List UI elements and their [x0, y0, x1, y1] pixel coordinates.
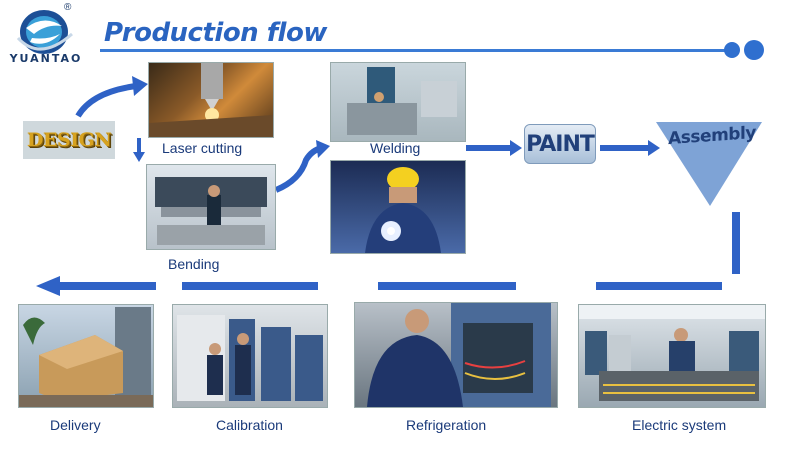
- arrow-laser-to-bending-head: [133, 152, 145, 162]
- arrow-design-to-laser: [75, 83, 137, 118]
- bar-assembly-down: [732, 212, 740, 274]
- arrow-paint-to-assembly-head: [648, 140, 660, 156]
- decor-dot-small: [724, 42, 740, 58]
- photo-calibration: [172, 304, 328, 408]
- photo-laser-cutting: [148, 62, 274, 138]
- arrow-bending-to-welding-head: [316, 140, 330, 158]
- caption-bending: Bending: [168, 256, 220, 272]
- caption-delivery: Delivery: [50, 417, 101, 433]
- photo-bending: [146, 164, 276, 250]
- arrow-welding-to-paint: [466, 145, 510, 151]
- paint-label: PAINT: [526, 131, 595, 157]
- photo-welding-shop: [330, 62, 466, 142]
- caption-electric-system: Electric system: [632, 417, 727, 433]
- photo-electric-system: [578, 304, 766, 408]
- arrow-bending-to-welding: [274, 145, 323, 193]
- title-underline: [100, 49, 726, 52]
- assembly-triangle: [656, 122, 762, 206]
- caption-refrigeration: Refrigeration: [406, 417, 487, 433]
- caption-calibration: Calibration: [216, 417, 283, 433]
- caption-welding: Welding: [370, 140, 421, 156]
- company-logo: [10, 4, 82, 68]
- bar-refrigeration: [378, 282, 516, 290]
- logo-text: YUANTAO: [9, 52, 83, 65]
- bar-delivery: [58, 282, 156, 290]
- arrow-welding-to-paint-head: [510, 140, 522, 156]
- bar-electric: [596, 282, 722, 290]
- step-paint: PAINT: [524, 124, 596, 164]
- page-title: Production flow: [104, 18, 327, 48]
- bar-calibration: [182, 282, 318, 290]
- arrow-design-to-laser-head: [132, 76, 148, 96]
- step-design: DESIGN: [23, 121, 115, 159]
- arrow-laser-to-bending: [137, 138, 141, 154]
- photo-refrigeration: [354, 302, 558, 408]
- registered-mark: ®: [64, 2, 72, 13]
- photo-delivery: [18, 304, 154, 408]
- arrow-delivery-head: [36, 276, 60, 296]
- arrow-paint-to-assembly: [600, 145, 648, 151]
- photo-welder: [330, 160, 466, 254]
- decor-dot-large: [744, 40, 764, 60]
- design-label: DESIGN: [26, 129, 112, 151]
- caption-laser-cutting: Laser cutting: [162, 140, 243, 156]
